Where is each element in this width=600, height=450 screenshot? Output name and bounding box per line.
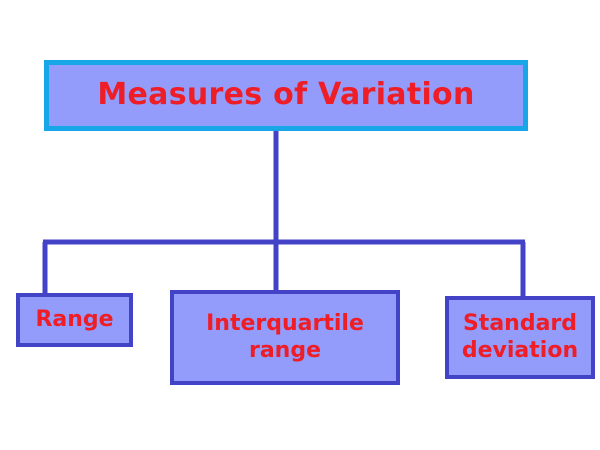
node-standard-deviation-label-line-1: Standard (462, 310, 578, 336)
node-range-label: Range (35, 306, 114, 332)
node-standard-deviation[interactable]: Standard deviation (445, 296, 595, 379)
node-standard-deviation-label-line-2: deviation (461, 337, 579, 363)
node-measures-of-variation[interactable]: Measures of Variation (44, 60, 528, 131)
node-standard-deviation-label: Standard deviation (456, 311, 584, 365)
node-root-label: Measures of Variation (97, 77, 475, 113)
node-interquartile-range-label: Interquartile range (200, 311, 370, 365)
node-interquartile-range-label-line-1: Interquartile (206, 310, 364, 336)
node-range[interactable]: Range (16, 293, 133, 347)
node-interquartile-range[interactable]: Interquartile range (170, 290, 400, 385)
node-interquartile-range-label-line-2: range (248, 337, 321, 363)
